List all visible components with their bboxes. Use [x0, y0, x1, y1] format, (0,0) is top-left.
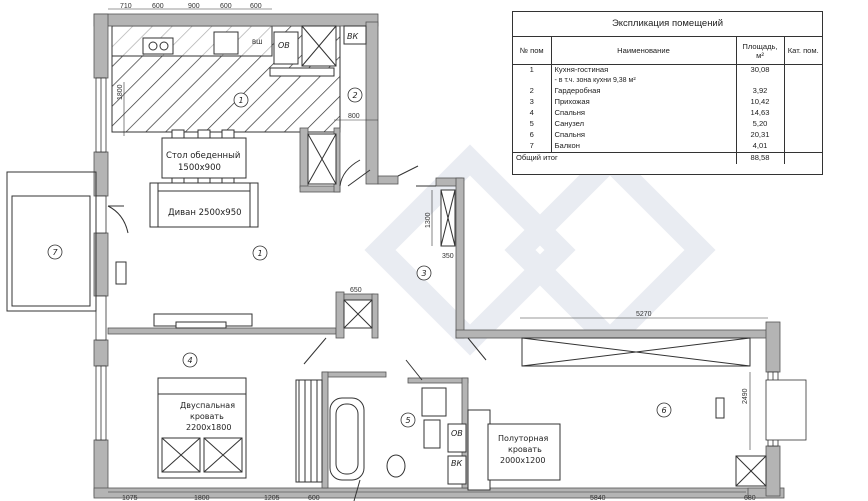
row-name: Кухня-гостиная- в т.ч. зона кухни 9,38 м… — [551, 64, 737, 86]
dim-800: 800 — [348, 113, 360, 120]
table-row: 6 Спальня 20,31 — [513, 130, 822, 141]
header-area: Площадь,м² — [736, 37, 785, 65]
dim-1300: 1300 — [425, 212, 432, 228]
row-cat — [784, 97, 822, 108]
row-num: 5 — [513, 119, 552, 130]
table-row: 3 Прихожая 10,42 — [513, 97, 822, 108]
table-row: 5 Санузел 5,20 — [513, 119, 822, 130]
balcony — [6, 171, 129, 312]
row-cat — [784, 119, 822, 130]
room-marker-1-kitchen: 1 — [238, 96, 243, 105]
boiler-label-kitchen: ВК — [347, 32, 358, 41]
table-row: 4 Спальня 14,63 — [513, 108, 822, 119]
explication-header-row: № пом Наименование Площадь,м² Кат. пом. — [513, 37, 822, 65]
windows — [95, 77, 807, 447]
row-cat — [784, 108, 822, 119]
dim-350: 350 — [442, 253, 454, 260]
room-marker-3: 3 — [421, 269, 426, 278]
total-cat — [784, 152, 822, 164]
table-row: 7 Балкон 4,01 — [513, 141, 822, 153]
dimension-lines — [108, 8, 768, 493]
row-name: Спальня — [551, 130, 737, 141]
walls — [93, 13, 785, 499]
washer-label-bath: ОВ — [451, 429, 463, 438]
dim-bottom-2: 1800 — [194, 495, 210, 501]
row-num: 1 — [513, 64, 552, 86]
row-num: 4 — [513, 108, 552, 119]
dim-bottom-3: 1205 — [264, 495, 280, 501]
row-num: 6 — [513, 130, 552, 141]
kitchen-counter — [111, 25, 273, 57]
fridge-label: ВШ — [252, 39, 263, 46]
dim-bottom-6: 680 — [744, 495, 756, 501]
dim-top-4: 600 — [220, 3, 232, 10]
bed-label-3: 2200х1800 — [186, 423, 231, 432]
dim-top-5: 600 — [250, 3, 262, 10]
doors — [303, 159, 487, 501]
table-label-2: 1500х900 — [178, 163, 221, 173]
dim-1800-vertical: 1800 — [117, 84, 124, 100]
watermark — [364, 144, 716, 356]
row-num: 2 — [513, 86, 552, 97]
sofa-label: Диван 2500х950 — [168, 208, 242, 218]
row-area: 20,31 — [736, 130, 785, 141]
row-name: Гардеробная — [551, 86, 737, 97]
bed2-label-3: 2000х1200 — [500, 456, 545, 465]
table-row: 2 Гардеробная 3,92 — [513, 86, 822, 97]
row-num: 7 — [513, 141, 552, 153]
header-num: № пом — [513, 37, 552, 65]
dim-650: 650 — [350, 287, 362, 294]
room-explication-table: Экспликация помещений № пом Наименование… — [512, 11, 823, 175]
bed-label-2: кровать — [190, 412, 224, 421]
room-marker-7: 7 — [52, 248, 58, 257]
bed2-label-1: Полуторная — [498, 434, 549, 443]
row-num: 3 — [513, 97, 552, 108]
room-marker-6: 6 — [661, 406, 666, 415]
row-cat — [784, 141, 822, 153]
bed2-label-2: кровать — [508, 445, 542, 454]
room-marker-2: 2 — [352, 91, 357, 100]
row-area: 4,01 — [736, 141, 785, 153]
dim-5270: 5270 — [636, 311, 652, 318]
row-area: 30,08 — [736, 64, 785, 86]
row-name: Балкон — [551, 141, 737, 153]
table-row: 1 Кухня-гостиная- в т.ч. зона кухни 9,38… — [513, 64, 822, 87]
dim-bottom-4: 600 — [308, 495, 320, 501]
room-markers — [47, 87, 672, 428]
header-name: Наименование — [551, 37, 737, 65]
room-marker-4: 4 — [187, 356, 192, 365]
row-cat — [784, 86, 822, 97]
row-area: 3,92 — [736, 86, 785, 97]
dim-top-2: 600 — [152, 3, 164, 10]
total-row: Общий итог 88,58 — [513, 152, 822, 164]
row-area: 10,42 — [736, 97, 785, 108]
row-cat — [784, 65, 822, 87]
bed-label-1: Двуспальная — [180, 401, 235, 410]
explication-grid: № пом Наименование Площадь,м² Кат. пом. … — [513, 37, 822, 164]
row-cat — [784, 130, 822, 141]
total-area: 88,58 — [736, 152, 785, 164]
dim-top-3: 900 — [188, 3, 200, 10]
room-marker-1-living: 1 — [257, 249, 262, 258]
total-label: Общий итог — [513, 152, 737, 164]
room-marker-5: 5 — [405, 416, 410, 425]
row-area: 14,63 — [736, 108, 785, 119]
explication-title: Экспликация помещений — [513, 12, 822, 37]
row-name: Спальня — [551, 108, 737, 119]
washer-label-kitchen: ОВ — [278, 41, 290, 50]
boiler-label-bath: ВК — [451, 459, 462, 468]
dim-bottom-1: 1075 — [122, 495, 138, 501]
row-area: 5,20 — [736, 119, 785, 130]
row-name: Прихожая — [551, 97, 737, 108]
row-name: Санузел — [551, 119, 737, 130]
header-category: Кат. пом. — [784, 37, 822, 65]
dim-top-1: 710 — [120, 3, 132, 10]
furniture — [115, 25, 767, 491]
dim-2490: 2490 — [742, 388, 749, 404]
dim-bottom-5: 5840 — [590, 495, 606, 501]
table-label-1: Стол обеденный — [166, 151, 240, 161]
